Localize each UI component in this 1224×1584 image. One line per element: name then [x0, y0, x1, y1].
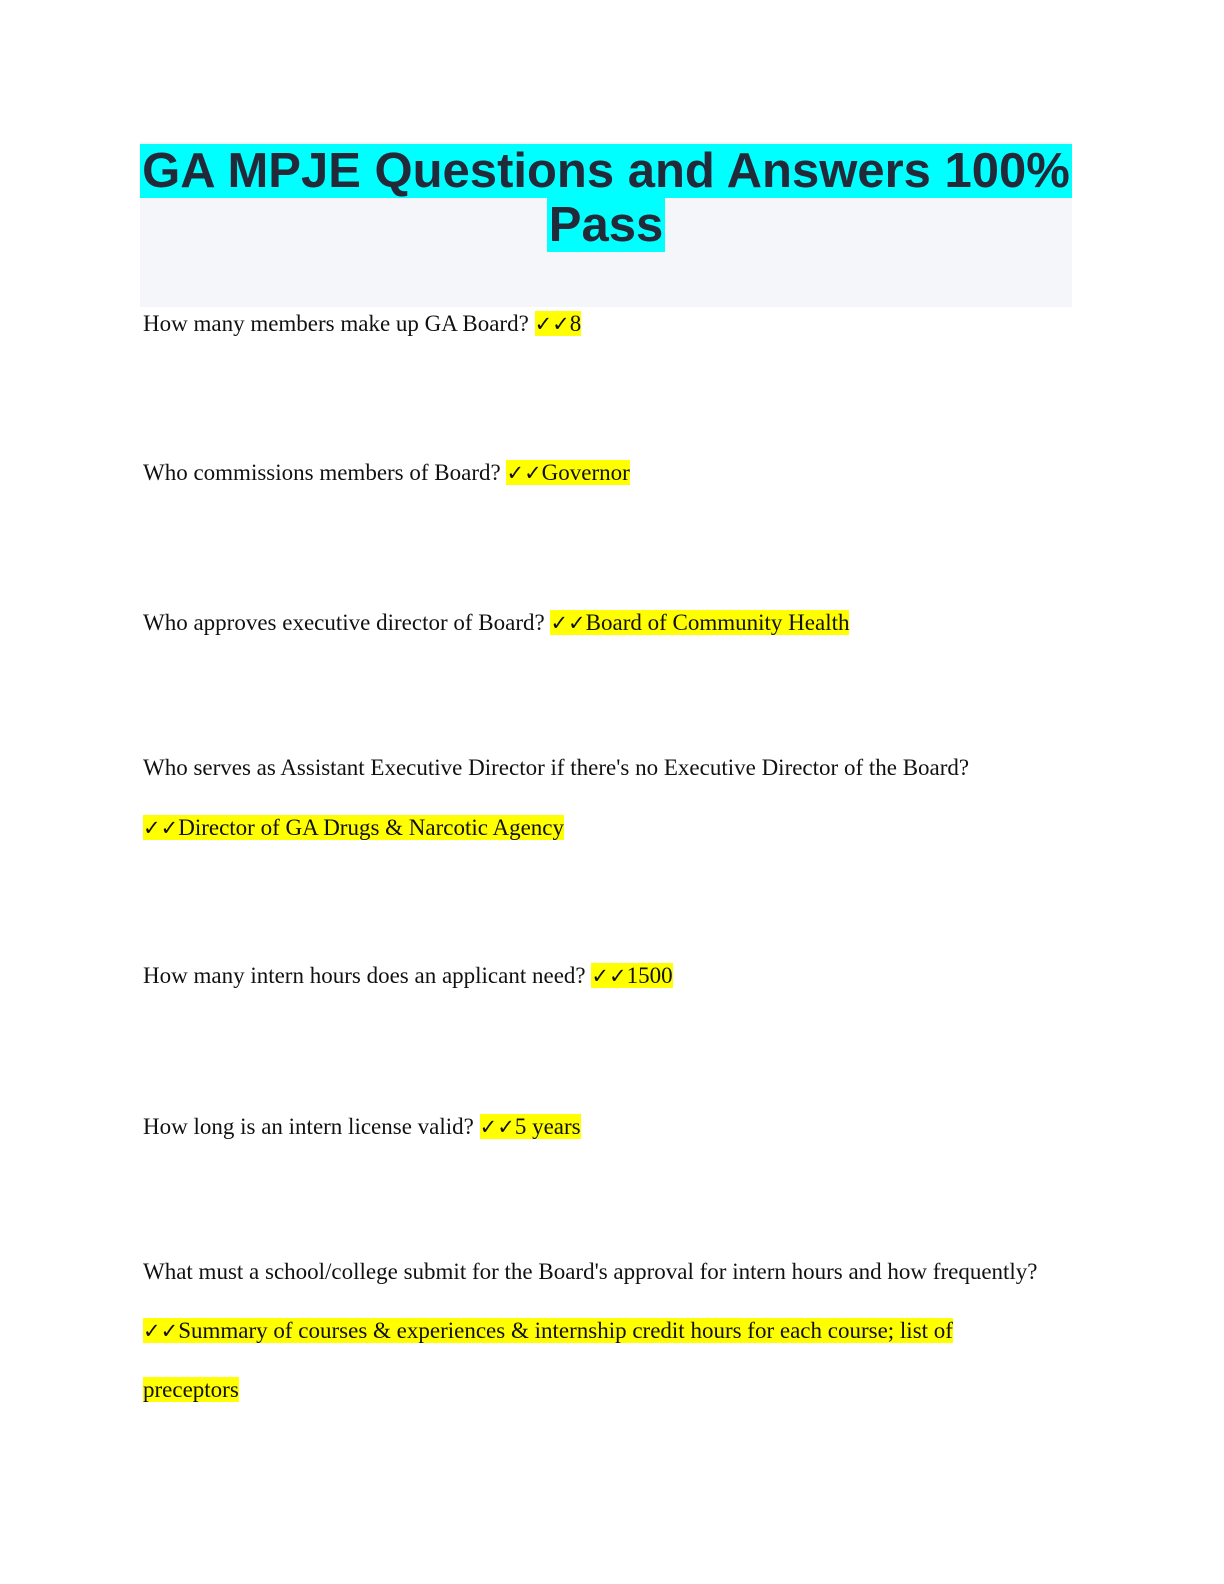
qa-item-6: How long is an intern license valid? ✓✓5…: [143, 1112, 581, 1142]
answer-text: 1500: [626, 963, 673, 988]
answer-text: Summary of courses & experiences & inter…: [178, 1318, 953, 1343]
answer-highlight: ✓✓Summary of courses & experiences & int…: [143, 1318, 953, 1343]
double-check-icon: ✓✓: [143, 1319, 179, 1343]
qa-item-5: How many intern hours does an applicant …: [143, 961, 673, 991]
double-check-icon: ✓✓: [143, 816, 179, 840]
double-check-icon: ✓✓: [534, 312, 570, 336]
title-highlight: GA MPJE Questions and Answers 100% Pass: [140, 144, 1072, 252]
qa-item-1: How many members make up GA Board? ✓✓8: [143, 309, 582, 339]
qa-item-3: Who approves executive director of Board…: [143, 608, 850, 638]
answer-highlight: ✓✓Board of Community Health: [550, 610, 850, 635]
question-text: Who serves as Assistant Executive Direct…: [143, 755, 970, 780]
qa-item-7-answer-line-1: ✓✓Summary of courses & experiences & int…: [143, 1316, 953, 1346]
answer-text: Director of GA Drugs & Narcotic Agency: [178, 815, 564, 840]
answer-text: 8: [569, 311, 582, 336]
answer-highlight: ✓✓Governor: [506, 460, 630, 485]
qa-item-7-question: What must a school/college submit for th…: [143, 1257, 1038, 1287]
answer-highlight: ✓✓1500: [591, 963, 673, 988]
qa-item-4-question: Who serves as Assistant Executive Direct…: [143, 753, 969, 783]
answer-text: Governor: [541, 460, 630, 485]
answer-highlight: ✓✓Director of GA Drugs & Narcotic Agency: [143, 815, 564, 840]
document-title: GA MPJE Questions and Answers 100% Pass: [140, 144, 1072, 252]
question-text: What must a school/college submit for th…: [143, 1259, 1038, 1284]
question-text: Who commissions members of Board?: [143, 460, 507, 485]
double-check-icon: ✓✓: [506, 461, 542, 485]
title-banner: GA MPJE Questions and Answers 100% Pass: [140, 142, 1072, 307]
double-check-icon: ✓✓: [591, 964, 627, 988]
question-text: How many members make up GA Board?: [143, 311, 535, 336]
answer-highlight: preceptors: [143, 1377, 239, 1402]
qa-item-4-answer: ✓✓Director of GA Drugs & Narcotic Agency: [143, 813, 564, 843]
answer-text: preceptors: [143, 1377, 239, 1402]
question-text: Who approves executive director of Board…: [143, 610, 551, 635]
answer-highlight: ✓✓8: [534, 311, 582, 336]
qa-item-2: Who commissions members of Board? ✓✓Gove…: [143, 458, 630, 488]
qa-item-7-answer-line-2: preceptors: [143, 1375, 239, 1405]
double-check-icon: ✓✓: [479, 1115, 515, 1139]
answer-highlight: ✓✓5 years: [479, 1114, 581, 1139]
answer-text: 5 years: [514, 1114, 581, 1139]
double-check-icon: ✓✓: [550, 611, 586, 635]
answer-text: Board of Community Health: [585, 610, 850, 635]
question-text: How long is an intern license valid?: [143, 1114, 480, 1139]
question-text: How many intern hours does an applicant …: [143, 963, 592, 988]
